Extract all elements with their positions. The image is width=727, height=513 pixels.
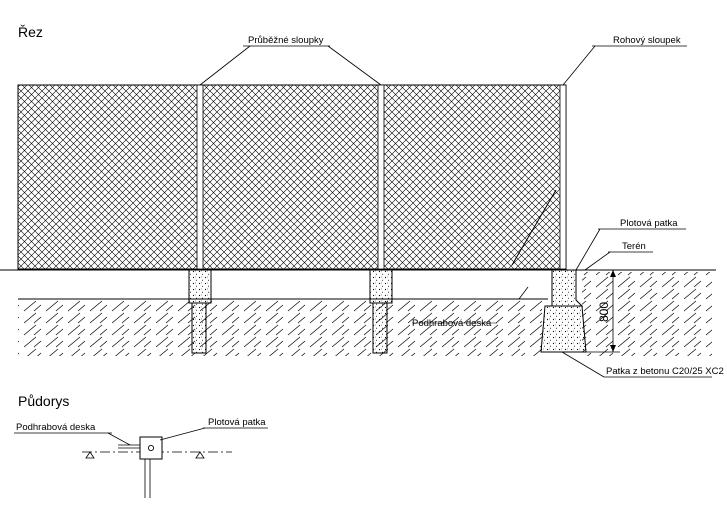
fence-footing-label: Plotová patka: [620, 218, 678, 229]
section-view: 800 Průběžné sloupky Rohový sloupek Plot…: [0, 35, 724, 378]
through-post: [377, 84, 385, 270]
plan-fence-footing: [139, 436, 163, 460]
plan-view: Podhrabová deska Plotová patka: [14, 417, 268, 498]
fence-footing: [188, 269, 212, 304]
depth-dimension-value: 800: [597, 302, 611, 322]
through-post: [196, 84, 204, 270]
base-board-label: Podhrabová deska: [412, 318, 492, 329]
terrain-label: Terén: [622, 241, 646, 252]
concrete-footing-leader: [561, 351, 712, 378]
fence-footing-leader: [575, 228, 686, 271]
foundation-pier: [191, 302, 207, 354]
fence-footing: [369, 269, 393, 304]
soil-hatch: [18, 300, 542, 356]
depth-dimension: 800: [586, 269, 620, 353]
section-marker: [195, 451, 205, 459]
plan-base-board-leader: [14, 432, 131, 446]
corner-post: [559, 84, 567, 270]
plan-fence-footing-leader: [159, 427, 268, 441]
plan-base-board-label: Podhrabová deska: [16, 422, 96, 433]
through-posts-label: Průběžné sloupky: [248, 35, 324, 46]
corner-post-leader: [562, 45, 687, 86]
section-title: Řez: [18, 24, 43, 40]
soil-hatch-corner: [582, 272, 712, 356]
plan-title: Půdorys: [18, 393, 69, 409]
plan-post: [147, 444, 155, 452]
through-posts-leader: [199, 45, 382, 86]
fence-footing-corner: [551, 269, 584, 307]
foundation-pier: [372, 302, 388, 354]
concrete-footing: [540, 305, 587, 353]
plan-fence-footing-label: Plotová patka: [208, 417, 266, 428]
concrete-footing-label: Patka z betonu C20/25 XC2: [606, 366, 724, 377]
terrain-leader: [584, 251, 653, 271]
mesh-fence-panel: [17, 84, 567, 270]
base-board-arrow: [518, 286, 529, 300]
section-marker: [85, 451, 95, 459]
corner-post-label: Rohový sloupek: [613, 35, 681, 46]
brace-strut: [511, 189, 557, 266]
